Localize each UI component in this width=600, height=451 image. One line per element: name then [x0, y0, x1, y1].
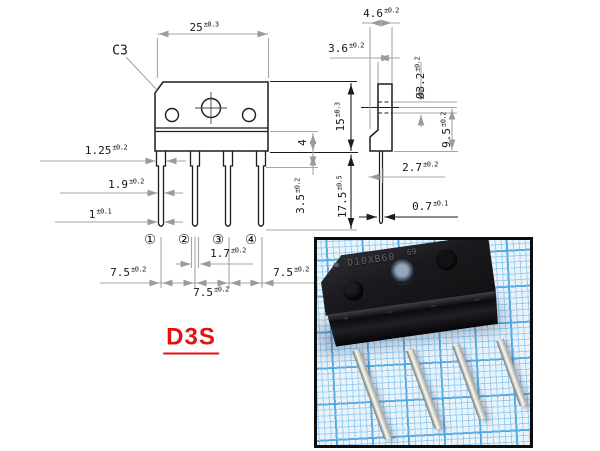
dim-lead-thickness: 0.7±0.1	[412, 199, 448, 213]
pin-4	[255, 151, 267, 227]
front-view-outline	[154, 81, 269, 152]
right-hole	[241, 107, 257, 123]
front-view-pins	[155, 151, 267, 227]
pin-1	[155, 151, 167, 227]
dim-shoulder-length: 3.5±0.2	[293, 178, 307, 214]
dim-lead-gap: 1.7±0.2	[210, 246, 246, 260]
dim-pitch-center: 7.5±0.2	[193, 285, 229, 299]
side-body	[369, 83, 393, 152]
polarity-ac2: ~	[429, 301, 438, 313]
dim-pitch-left: 7.5±0.2	[110, 265, 146, 279]
chamfer-label: C3	[112, 43, 128, 59]
front-view-holes	[164, 92, 257, 124]
dim-lead-tip-width: 1±0.1	[88, 207, 112, 221]
dim-shoulder-width: 1.9±0.2	[108, 177, 144, 191]
dim-hole-to-base: 9.5±0.2	[439, 112, 453, 148]
pin-4-label: ④	[244, 232, 258, 248]
chamfer-leader-line	[125, 56, 158, 91]
polarity-ac1: ~	[385, 307, 395, 319]
dim-body-depth: 3.6±0.2	[328, 41, 364, 55]
dim-lead-length: 17.5±0.5	[335, 175, 349, 219]
dimension-lines-gray	[40, 19, 458, 288]
pin-3-label: ③	[211, 232, 225, 248]
dim-total-depth: 4.6±0.2	[363, 6, 399, 20]
manufacturer-logo-icon: ◉	[332, 259, 342, 271]
dimension-lines-black	[270, 80, 458, 229]
dim-base-height: 4	[295, 139, 309, 146]
product-photo: ◉ D10XB60 69 + ~ ~ −	[314, 237, 533, 448]
side-view	[361, 83, 399, 225]
dim-hole-diameter: Ø3.2±0.2	[413, 56, 427, 100]
date-code: 69	[406, 246, 418, 258]
dim-lead-root-width: 1.25±0.2	[84, 143, 128, 157]
part-number: D3S	[163, 324, 219, 355]
dim-pitch-right: 7.5±0.2	[273, 265, 309, 279]
dim-body-width: 25±0.3	[189, 20, 219, 34]
pin-1-label: ①	[143, 232, 157, 248]
polarity-minus: −	[472, 295, 482, 307]
dim-body-height: 15±0.3	[333, 102, 347, 132]
polarity-plus: +	[341, 313, 351, 325]
pin-3	[222, 151, 234, 227]
pin-2-label: ②	[177, 232, 191, 248]
left-hole	[164, 107, 180, 123]
dim-lead-setback: 2.7±0.2	[402, 160, 438, 174]
side-pin	[378, 151, 384, 225]
pin-2	[189, 151, 201, 227]
